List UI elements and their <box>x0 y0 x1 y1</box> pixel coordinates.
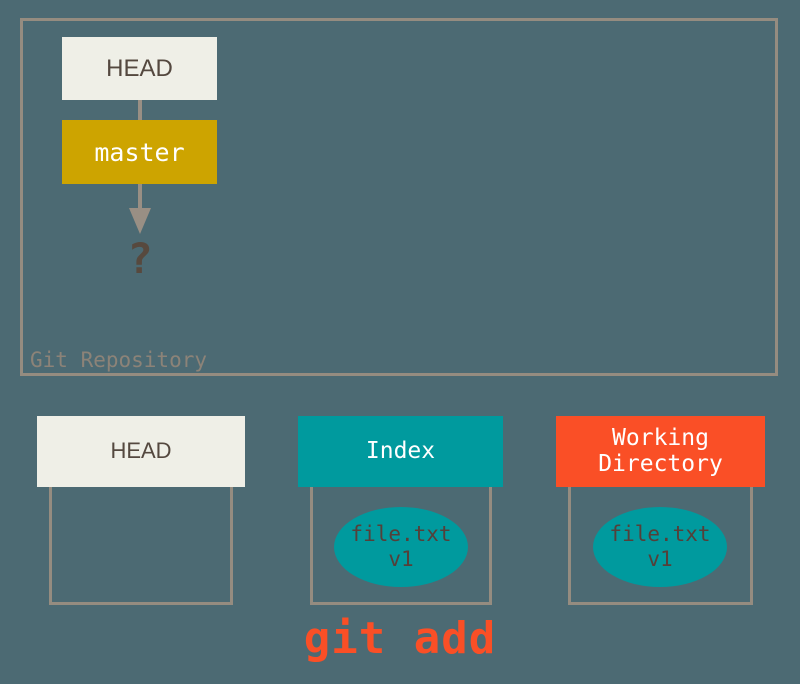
connector-master-to-commit <box>138 184 142 214</box>
area-working-directory-header[interactable]: Working Directory <box>556 416 765 487</box>
repo-node-unknown-commit-label: ? <box>127 234 153 283</box>
arrow-head-icon <box>129 208 151 234</box>
diagram-caption: git add <box>303 613 497 664</box>
repo-node-master-label: master <box>94 137 185 167</box>
file-blob-working-directory-name: file.txt <box>609 522 711 547</box>
git-repository-label: Git Repository <box>30 348 208 372</box>
file-blob-index[interactable]: file.txt v1 <box>334 507 468 587</box>
file-blob-working-directory-version: v1 <box>647 547 673 571</box>
git-repository-frame <box>20 18 778 376</box>
repo-node-unknown-commit: ? <box>120 236 160 282</box>
area-working-directory-header-label-line1: Working <box>612 424 709 451</box>
repo-node-head-label: HEAD <box>106 54 173 82</box>
area-working-directory-header-label-line2: Directory <box>598 450 723 477</box>
area-head-header[interactable]: HEAD <box>37 416 245 487</box>
file-blob-working-directory[interactable]: file.txt v1 <box>593 507 727 587</box>
connector-head-to-master <box>138 100 142 120</box>
area-head-header-label: HEAD <box>110 438 172 464</box>
repo-node-master[interactable]: master <box>62 120 217 184</box>
area-working-directory-body <box>568 487 753 605</box>
repo-node-head[interactable]: HEAD <box>62 37 217 100</box>
file-blob-index-version: v1 <box>388 547 414 571</box>
area-head-body <box>49 487 233 605</box>
area-index-header[interactable]: Index <box>298 416 503 487</box>
area-index-body <box>310 487 492 605</box>
area-index-header-label: Index <box>365 437 436 464</box>
file-blob-index-name: file.txt <box>350 522 452 547</box>
